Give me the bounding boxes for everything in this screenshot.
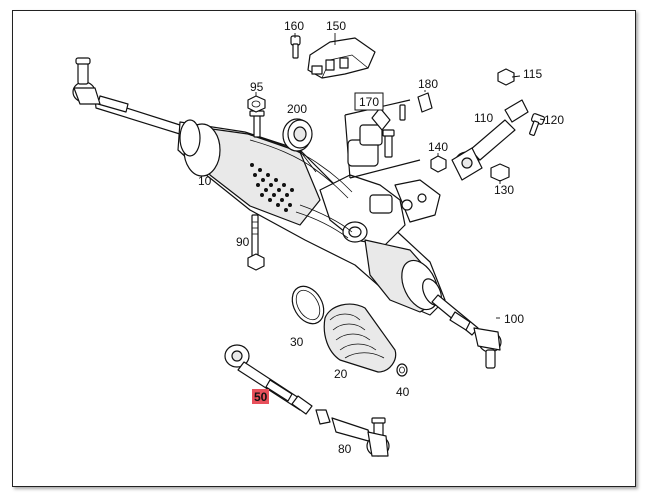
nut-140 — [430, 155, 447, 173]
nut-115 — [497, 68, 515, 86]
outer-tie-rod-end-80 — [315, 409, 390, 457]
bolt-90 — [247, 214, 265, 271]
label-150: 150 — [326, 19, 346, 33]
label-10: 10 — [198, 174, 212, 188]
sleeve-180 — [417, 92, 433, 113]
label-90: 90 — [236, 235, 250, 249]
label-160: 160 — [284, 19, 304, 33]
label-50: 50 — [254, 390, 268, 404]
label-180: 180 — [418, 77, 438, 91]
label-200: 200 — [287, 102, 307, 116]
nut-130 — [490, 163, 510, 182]
label-40: 40 — [396, 385, 410, 399]
bolt-120 — [529, 113, 546, 136]
bolt-160 — [290, 35, 301, 59]
nut-95 — [247, 95, 266, 113]
label-20: 20 — [334, 367, 348, 381]
clamp-30 — [291, 285, 325, 325]
bellows-boot-20 — [323, 303, 397, 373]
label-110: 110 — [474, 111, 493, 125]
leader-lines — [255, 33, 546, 319]
intermediate-shaft-110 — [451, 99, 529, 181]
clamp-40 — [396, 363, 408, 377]
bracket-150 — [307, 37, 376, 79]
steering-rack-assembly — [72, 57, 502, 369]
label-100: 100 — [504, 312, 524, 326]
label-95: 95 — [250, 80, 264, 94]
label-80: 80 — [338, 442, 352, 456]
part-labels: 160 150 95 200 170 180 115 110 120 140 1… — [198, 19, 564, 456]
label-170-box — [354, 92, 384, 111]
label-170: 170 — [359, 95, 379, 109]
label-140: 140 — [428, 140, 448, 154]
label-130: 130 — [494, 183, 514, 197]
motor-group-170 — [344, 99, 421, 179]
label-30: 30 — [290, 335, 304, 349]
label-120: 120 — [544, 113, 564, 127]
label-50-highlight — [252, 389, 269, 404]
inner-tie-rod-50 — [224, 344, 313, 415]
bearing-ring-200 — [282, 118, 317, 173]
label-115: 115 — [523, 67, 542, 81]
